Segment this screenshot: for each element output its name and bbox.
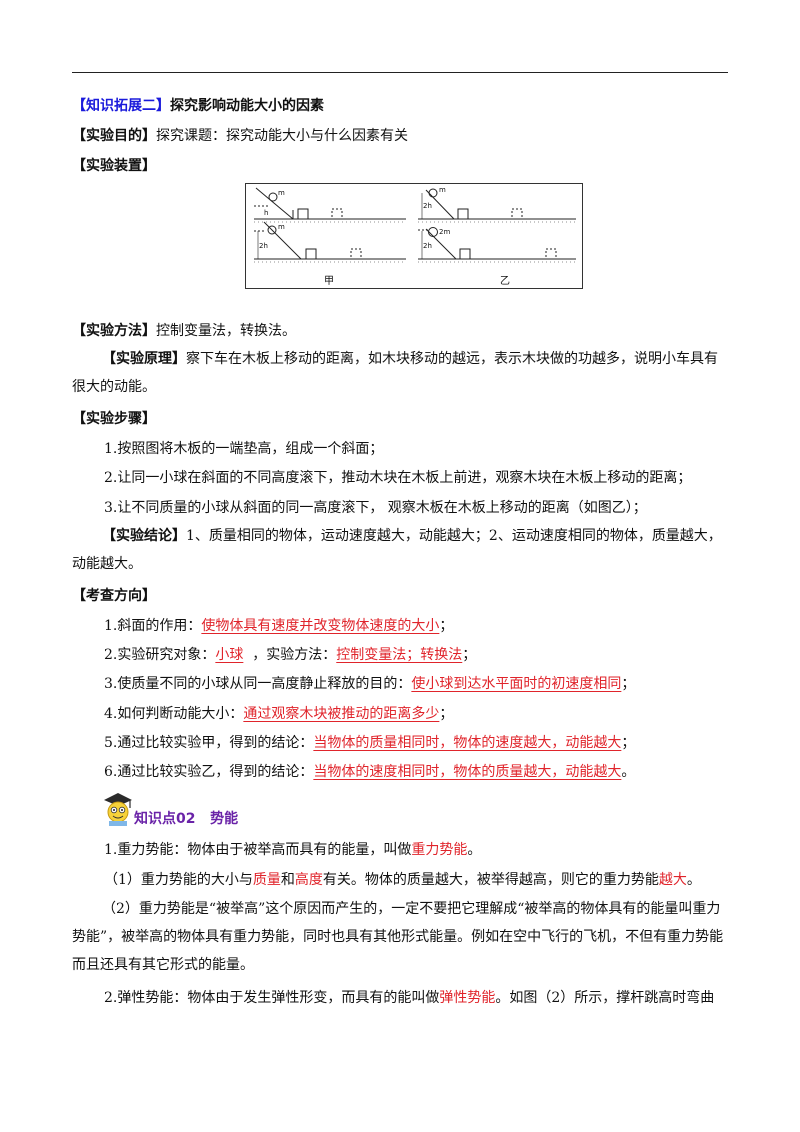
knowledge-point-icon (100, 790, 136, 828)
label-height-4: 2h (423, 242, 432, 250)
step-3: 3.让不同质量的小球从斜面的同一高度滚下， 观察木板在木板上移动的距离（如图乙）… (104, 500, 647, 516)
method-line: 【实验方法】控制变量法，转换法。 (72, 323, 296, 339)
label-mass-4: 2m (439, 228, 450, 236)
purpose-line: 【实验目的】探究课题：探究动能大小与什么因素有关 (72, 128, 408, 144)
gravity-factors: （1）重力势能的大小与质量和高度有关。物体的质量越大，被举得越高，则它的重力势能… (104, 872, 701, 888)
label-mass-3: m (439, 186, 446, 194)
apparatus-label: 【实验装置】 (72, 158, 156, 174)
steps-label: 【实验步骤】 (72, 411, 156, 427)
gravity-definition: 1.重力势能：物体由于被举高而具有的能量，叫做重力势能。 (104, 842, 482, 858)
label-height-3: 2h (423, 202, 432, 210)
principle-paragraph: 【实验原理】察下车在木板上移动的距离，如木块移动的越远，表示木块做的功越多，说明… (72, 351, 718, 395)
gravity-explanation: （2）重力势能是“被举高”这个原因而产生的，一定不要把它理解成“被举高的物体具有… (72, 901, 724, 973)
label-mass-2: m (278, 223, 285, 231)
exam-item-1: 1.斜面的作用：使物体具有速度并改变物体速度的大小； (104, 618, 454, 634)
knowledge-point-title: 知识点02 势能 (134, 811, 239, 827)
exam-item-5: 5.通过比较实验甲，得到的结论：当物体的质量相同时，物体的速度越大，动能越大； (104, 735, 636, 751)
exam-item-3: 3.使质量不同的小球从同一高度静止释放的目的：使小球到达水平面时的初速度相同； (104, 676, 636, 692)
exam-item-6: 6.通过比较实验乙，得到的结论：当物体的速度相同时，物体的质量越大，动能越大。 (104, 764, 636, 780)
header-rule (72, 72, 728, 73)
label-mass-1: m (278, 189, 285, 197)
step-1: 1.按照图将木板的一端垫高，组成一个斜面； (104, 441, 384, 457)
apparatus-diagram: m h m 2h m 2h 2m 2h (254, 186, 576, 263)
exam-label: 【考查方向】 (72, 588, 156, 604)
step-2: 2.让同一小球在斜面的不同高度滚下，推动木块在木板上前进，观察木块在木板上移动的… (104, 470, 692, 486)
graduate-icon (104, 793, 132, 826)
figure-caption-jia: 甲 (324, 276, 334, 287)
exam-item-4: 4.如何判断动能大小：通过观察木块被推动的距离多少； (104, 706, 454, 722)
label-height-1: h (264, 209, 268, 217)
conclusion-paragraph: 【实验结论】1、质量相同的物体，运动速度越大，动能越大；2、运动速度相同的物体，… (72, 528, 722, 572)
section-title: 【知识拓展二】探究影响动能大小的因素 (72, 98, 324, 114)
experiment-figure: m h m 2h m 2h 2m 2h 甲 乙 (245, 183, 583, 289)
exam-item-2: 2.实验研究对象：小球 ，实验方法：控制变量法；转换法； (104, 647, 477, 663)
figure-caption-yi: 乙 (500, 276, 510, 287)
elastic-definition: 2.弹性势能：物体由于发生弹性形变，而具有的能叫做弹性势能。如图（2）所示，撑杆… (104, 990, 715, 1006)
label-height-2: 2h (259, 242, 268, 250)
